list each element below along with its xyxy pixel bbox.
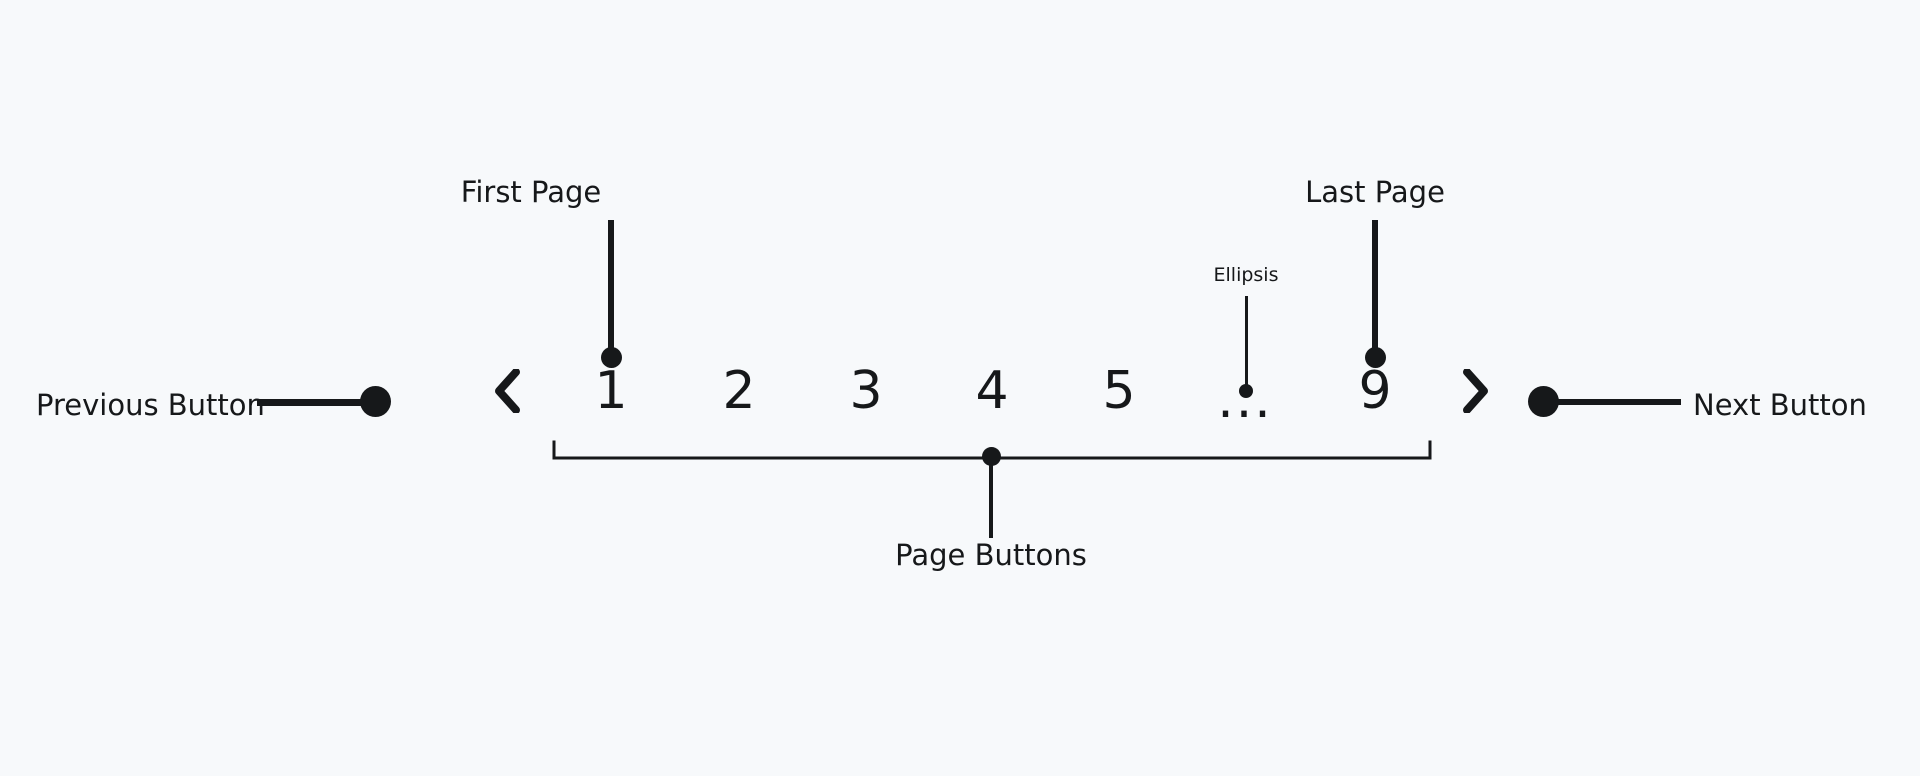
annotation-first-page: First Page [460, 175, 602, 209]
page-button-5[interactable]: 5 [1102, 361, 1136, 421]
annotation-previous-button: Previous Button [36, 388, 265, 422]
annotation-page-buttons: Page Buttons [895, 538, 1087, 572]
pagination-ellipsis: ... [1217, 370, 1273, 430]
leader-line-ellipsis [1245, 296, 1248, 392]
page-button-3[interactable]: 3 [849, 361, 883, 421]
leader-line-last-page [1372, 220, 1378, 358]
leader-dot-page-buttons [982, 447, 1001, 466]
leader-line-previous-button [257, 399, 385, 406]
leader-line-next-button [1553, 399, 1681, 405]
pagination-control: 1 2 3 4 5 ... 9 [0, 352, 1920, 430]
annotation-last-page: Last Page [1305, 175, 1445, 209]
previous-page-button[interactable] [487, 352, 527, 430]
page-button-9[interactable]: 9 [1358, 361, 1392, 421]
annotation-next-button: Next Button [1693, 388, 1867, 422]
page-button-4[interactable]: 4 [975, 361, 1009, 421]
chevron-right-icon [1460, 369, 1490, 413]
next-page-button[interactable] [1455, 352, 1495, 430]
chevron-left-icon [492, 369, 522, 413]
leader-line-page-buttons [989, 458, 993, 538]
leader-dot-previous-button [360, 386, 391, 417]
page-button-1[interactable]: 1 [594, 361, 628, 421]
leader-line-first-page [608, 220, 614, 358]
leader-dot-first-page [601, 347, 622, 368]
leader-dot-ellipsis [1239, 384, 1253, 398]
annotation-ellipsis: Ellipsis [1213, 264, 1279, 286]
page-button-2[interactable]: 2 [722, 361, 756, 421]
leader-dot-last-page [1365, 347, 1386, 368]
